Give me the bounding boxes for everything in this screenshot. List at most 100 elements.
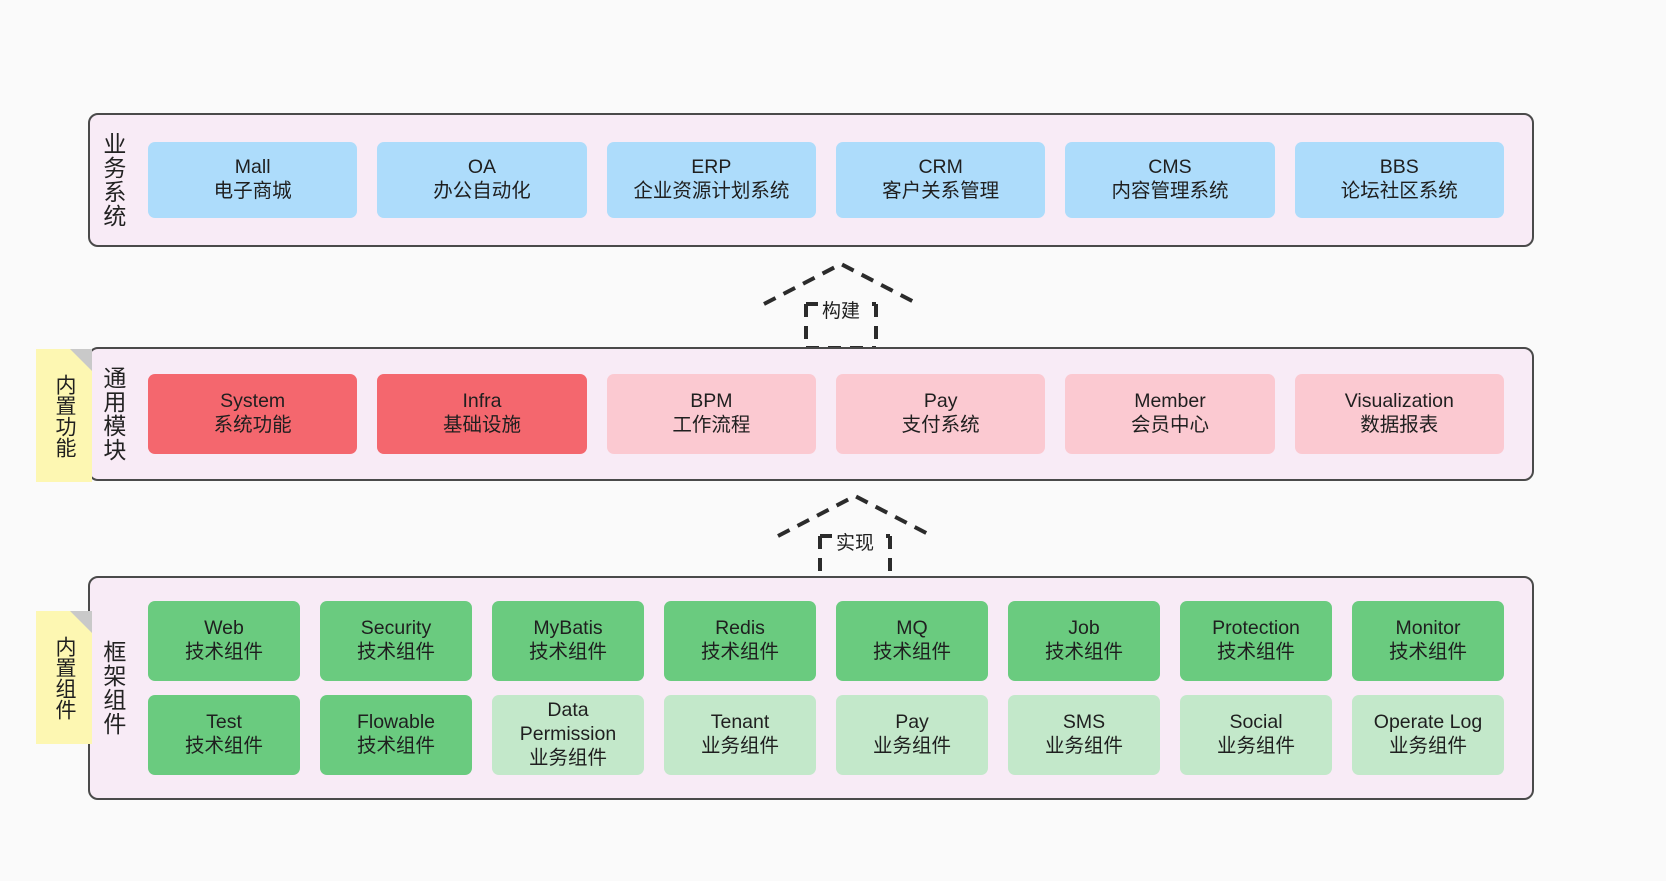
card-desc: 会员中心 [1130,414,1209,436]
card-row: Mall 电子商城 OA 办公自动化 ERP 企业资源计划系统 CRM 客户关系… [138,142,1514,218]
card-infra[interactable]: Infra 基础设施 [377,374,587,454]
card-system[interactable]: System 系统功能 [148,374,358,454]
card-name: OA [467,156,497,179]
card-desc: 业务组件 [1044,735,1123,757]
card-mall[interactable]: Mall 电子商城 [148,142,358,218]
layer-body-framework-component: Web 技术组件 Security 技术组件 MyBatis 技术组件 Redi… [134,578,1532,798]
card-protection[interactable]: Protection 技术组件 [1180,601,1332,681]
card-name: Pay [895,711,929,734]
card-desc: 业务组件 [1388,735,1467,757]
card-name: MyBatis [533,617,603,640]
card-name: Redis [715,617,765,640]
card-social[interactable]: Social 业务组件 [1180,695,1332,775]
card-name: ERP [691,156,732,179]
note-builtin-features: 内置功能 [36,349,92,482]
card-test[interactable]: Test 技术组件 [148,695,300,775]
card-name: CRM [918,156,963,179]
card-name: Social [1229,711,1283,734]
card-web[interactable]: Web 技术组件 [148,601,300,681]
card-desc: 论坛社区系统 [1340,180,1458,202]
card-erp[interactable]: ERP 企业资源计划系统 [606,142,816,218]
card-oa[interactable]: OA 办公自动化 [377,142,587,218]
layer-framework-component: 框架组件 Web 技术组件 Security 技术组件 MyBatis 技术组件… [88,576,1534,800]
card-visualization[interactable]: Visualization 数据报表 [1294,374,1504,454]
card-data-permission[interactable]: Data Permission 业务组件 [492,695,644,775]
card-member[interactable]: Member 会员中心 [1065,374,1275,454]
layer-body-common-module: System 系统功能 Infra 基础设施 BPM 工作流程 Pay 支付系统… [134,349,1532,479]
card-sms[interactable]: SMS 业务组件 [1008,695,1160,775]
card-desc: 系统功能 [213,414,292,436]
connector-label-build: 构建 [818,296,865,323]
card-name: Monitor [1395,617,1461,640]
card-job[interactable]: Job 技术组件 [1008,601,1160,681]
layer-title-framework-component: 框架组件 [99,640,126,736]
card-desc: 业务组件 [700,735,779,757]
connector-label-implement: 实现 [832,528,879,555]
layer-title-business-system: 业务系统 [99,132,126,228]
card-desc: 支付系统 [901,414,980,436]
card-monitor[interactable]: Monitor 技术组件 [1352,601,1504,681]
connector-build-arrow: 构建 [756,258,926,350]
card-operate-log[interactable]: Operate Log 业务组件 [1352,695,1504,775]
card-desc: 技术组件 [700,641,779,663]
card-name: Pay [923,390,958,413]
triangle-head-icon [763,261,919,306]
card-name: Infra [462,390,502,413]
card-desc: 技术组件 [184,641,263,663]
card-name: SMS [1062,711,1106,734]
card-bbs[interactable]: BBS 论坛社区系统 [1294,142,1504,218]
note-label: 内置组件 [52,635,76,720]
card-name: Job [1068,617,1100,640]
card-desc: 技术组件 [356,735,435,757]
card-security[interactable]: Security 技术组件 [320,601,472,681]
card-name: Tenant [710,711,770,734]
card-mq[interactable]: MQ 技术组件 [836,601,988,681]
card-cms[interactable]: CMS 内容管理系统 [1065,142,1275,218]
card-mybatis[interactable]: MyBatis 技术组件 [492,601,644,681]
card-desc: 技术组件 [184,735,263,757]
card-desc: 数据报表 [1360,414,1439,436]
card-name: Security [360,617,432,640]
card-name: BBS [1379,156,1419,179]
card-name: Operate Log [1373,711,1483,734]
card-desc: 技术组件 [356,641,435,663]
card-desc: 业务组件 [1216,735,1295,757]
note-builtin-components: 内置组件 [36,611,92,744]
card-desc: 技术组件 [1388,641,1467,663]
layer-body-business-system: Mall 电子商城 OA 办公自动化 ERP 企业资源计划系统 CRM 客户关系… [134,115,1532,245]
card-row: Web 技术组件 Security 技术组件 MyBatis 技术组件 Redi… [138,601,1514,681]
card-bpm[interactable]: BPM 工作流程 [606,374,816,454]
card-pay-business[interactable]: Pay 业务组件 [836,695,988,775]
card-desc: 办公自动化 [433,180,531,202]
layer-business-system: 业务系统 Mall 电子商城 OA 办公自动化 ERP 企业资源计划系统 CRM… [88,113,1534,247]
card-name: Visualization [1344,390,1454,413]
card-name: Member [1134,390,1206,413]
card-name: Protection [1212,617,1300,640]
card-desc: 工作流程 [672,414,751,436]
card-tenant[interactable]: Tenant 业务组件 [664,695,816,775]
card-desc: 技术组件 [872,641,951,663]
card-name: CMS [1148,156,1192,179]
card-row: System 系统功能 Infra 基础设施 BPM 工作流程 Pay 支付系统… [138,374,1514,454]
note-fold-corner-icon [70,349,92,371]
card-name: Web [204,617,244,640]
note-fold-corner-icon [70,611,92,633]
card-desc: 基础设施 [442,414,521,436]
card-redis[interactable]: Redis 技术组件 [664,601,816,681]
layer-title-common-module: 通用模块 [99,366,126,462]
connector-implement-arrow: 实现 [770,490,940,582]
card-desc: 业务组件 [528,746,607,769]
card-flowable[interactable]: Flowable 技术组件 [320,695,472,775]
card-name: MQ [896,617,928,640]
card-name: Test [206,711,242,734]
card-desc: 技术组件 [528,641,607,663]
card-desc: 企业资源计划系统 [633,180,790,202]
note-label: 内置功能 [52,373,76,458]
layer-common-module: 通用模块 System 系统功能 Infra 基础设施 BPM 工作流程 Pay… [88,347,1534,481]
card-row: Test 技术组件 Flowable 技术组件 Data Permission … [138,695,1514,775]
card-crm[interactable]: CRM 客户关系管理 [835,142,1046,218]
card-pay[interactable]: Pay 支付系统 [835,374,1046,454]
card-name: Data Permission [519,699,617,746]
card-name: Flowable [356,711,436,734]
